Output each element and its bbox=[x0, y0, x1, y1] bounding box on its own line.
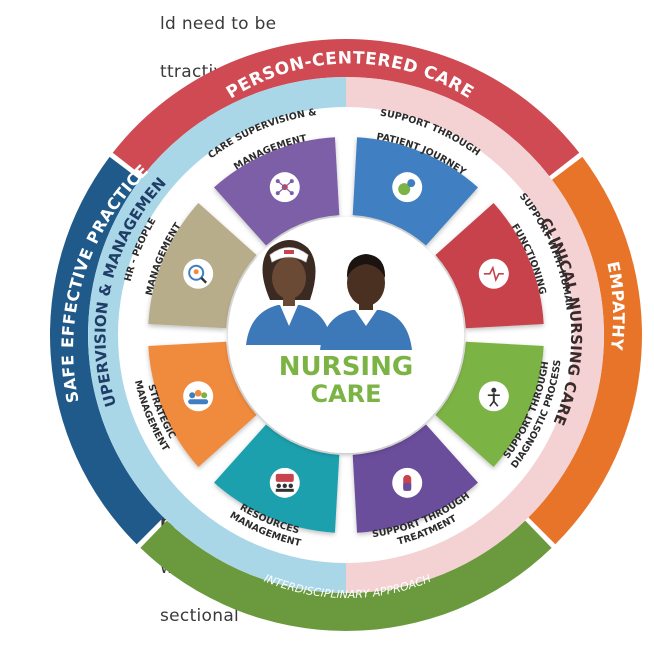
middle-ring-right bbox=[346, 77, 604, 593]
outer-ring-bottom bbox=[140, 520, 552, 631]
center-title-line1: NURSING bbox=[279, 352, 413, 382]
female-nurse-icon bbox=[246, 240, 332, 345]
middle-ring-left bbox=[88, 77, 346, 593]
team-board-icon bbox=[275, 473, 294, 492]
male-nurse-icon bbox=[320, 254, 412, 350]
group-icon bbox=[188, 389, 209, 405]
nurses-illustration bbox=[246, 240, 412, 350]
background-text-8: sectional bbox=[160, 606, 240, 626]
outer-ring-right bbox=[528, 156, 643, 545]
outer-ring-top bbox=[112, 38, 580, 177]
icon-bubble bbox=[183, 258, 214, 289]
network-icon bbox=[275, 179, 294, 196]
outer-ring-left bbox=[49, 156, 164, 545]
journey-icon bbox=[398, 179, 416, 196]
people-search-icon bbox=[188, 264, 208, 284]
heartbeat-icon bbox=[483, 265, 504, 283]
icon-bubble bbox=[269, 467, 300, 498]
outer-ring bbox=[49, 38, 643, 631]
body-icon bbox=[487, 387, 500, 407]
pill-icon bbox=[403, 474, 412, 491]
center-title-line2: CARE bbox=[310, 380, 381, 408]
background-text-1: ld need to be bbox=[160, 14, 277, 34]
